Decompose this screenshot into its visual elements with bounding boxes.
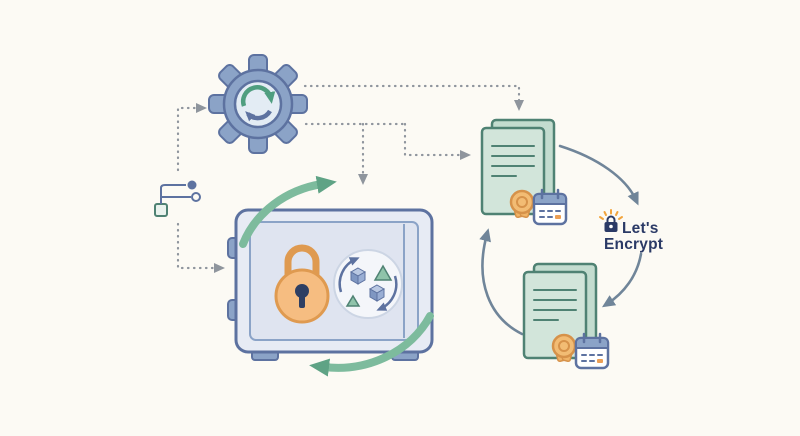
lets-encrypt-logo: Let's Encrypt	[599, 209, 663, 253]
cube-icon	[349, 267, 367, 285]
recycle-circle	[333, 249, 403, 319]
renewal-arc-bottom	[309, 312, 434, 377]
connector-gear-to-certificate-1	[303, 84, 524, 111]
arrow-letsencrypt-to-cert2	[601, 252, 643, 308]
branch-line-top	[160, 184, 186, 204]
keyhole-slot	[299, 294, 305, 308]
keyhole-icon	[295, 284, 309, 298]
connector-branch-to-gear	[176, 103, 207, 172]
arrow-cert2-to-cert1	[479, 228, 524, 336]
connector-to-certificate-1	[403, 122, 471, 160]
certificate-icon-1	[480, 118, 568, 226]
sun-lock-icon	[599, 209, 623, 232]
branch-node-ring	[191, 192, 201, 202]
brand-text-line2: Encrypt	[604, 236, 663, 253]
renewal-arc-top	[239, 175, 337, 248]
gear-sync-icon	[208, 54, 308, 154]
dotted-connectors	[176, 84, 524, 273]
certificate-icon-2	[522, 262, 610, 370]
issuance-cycle-arrows	[479, 144, 643, 336]
cube-icon	[368, 284, 386, 302]
brand-text-line1: Let's	[622, 220, 659, 237]
connector-branch-to-vault	[176, 222, 225, 273]
sync-arrows-icon	[241, 85, 276, 122]
vault-icon	[227, 208, 434, 361]
padlock-icon	[274, 244, 330, 324]
padlock-shackle	[284, 244, 320, 280]
arrow-cert1-to-letsencrypt	[558, 144, 639, 206]
branch-flow-icon	[154, 180, 201, 217]
branch-node-dot	[187, 180, 197, 190]
triangle-shape	[373, 264, 393, 281]
recycle-shapes-icon	[333, 249, 403, 319]
triangle-shape	[345, 294, 361, 307]
recycle-arrow-left	[338, 257, 360, 293]
recycle-arrow-right	[376, 275, 398, 311]
branch-node-square	[154, 203, 168, 217]
renewal-cycle-arrows	[239, 175, 434, 377]
